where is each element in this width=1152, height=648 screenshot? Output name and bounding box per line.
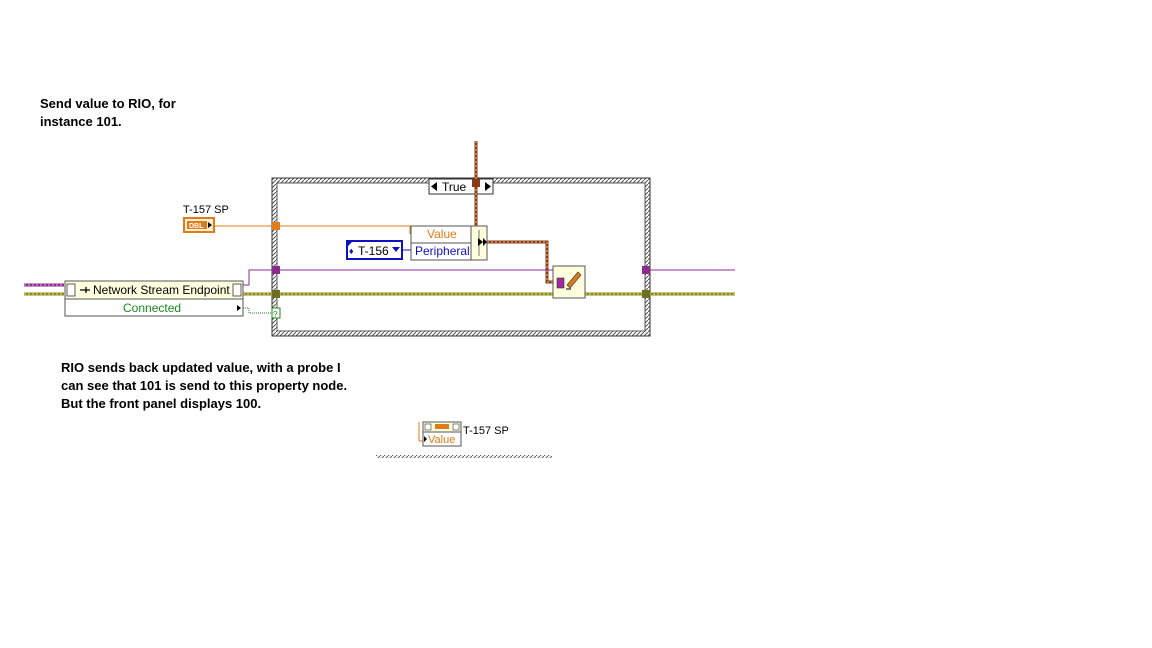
svg-text:?: ? xyxy=(273,310,278,319)
bundle-arrow-icon xyxy=(478,238,483,246)
endpoint-icon xyxy=(556,277,565,289)
brown-wire-to-node xyxy=(487,240,553,284)
network-stream-property: Connected xyxy=(123,301,181,315)
ref-out-icon xyxy=(232,283,242,297)
tunnel-orange xyxy=(272,222,280,230)
property-node-property: Value xyxy=(428,434,455,446)
ref-icon xyxy=(66,283,76,297)
pencil-icon xyxy=(566,271,582,289)
bundle-element-peripheral: Peripheral xyxy=(415,244,470,258)
tunnel-purple-left xyxy=(272,266,280,274)
tunnel-purple-right xyxy=(642,266,650,274)
comment-rio-response: RIO sends back updated value, with a pro… xyxy=(61,360,348,411)
comment-send-value: Send value to RIO, for instance 101. xyxy=(40,96,176,129)
network-stream-property-node[interactable]: Network Stream Endpoint Connected xyxy=(64,280,244,317)
brown-wire-top xyxy=(472,141,480,228)
increment-arrow-icon[interactable] xyxy=(485,182,491,191)
property-node-label: T-157 SP xyxy=(463,425,509,437)
enum-dropdown-icon[interactable] xyxy=(392,247,400,252)
orange-indicator-icon xyxy=(435,424,449,429)
purple-wire xyxy=(24,266,735,287)
enum-increment-icon[interactable]: ♦ xyxy=(349,246,354,256)
decrement-arrow-icon[interactable] xyxy=(431,182,437,191)
case-selector-terminal[interactable] xyxy=(271,307,281,319)
case-selector-label: True xyxy=(442,180,467,194)
write-node[interactable] xyxy=(552,265,586,299)
enum-value: T-156 xyxy=(358,244,389,258)
bundle-by-name-node[interactable]: Value Peripheral xyxy=(410,225,488,261)
boolean-wire: ? xyxy=(243,307,281,319)
network-stream-title: Network Stream Endpoint xyxy=(93,283,230,297)
bundle-element-value: Value xyxy=(427,227,457,241)
orange-wire xyxy=(213,222,411,234)
output-arrow-icon xyxy=(208,222,212,228)
t157-sp-property-node[interactable]: Value T-157 SP xyxy=(418,421,509,447)
t157-sp-control[interactable]: T-157 SP DBL xyxy=(183,204,229,233)
control-label: T-157 SP xyxy=(183,204,229,216)
structure-edge xyxy=(376,455,552,458)
tunnel-error-right xyxy=(642,290,650,298)
t156-enum-constant[interactable]: ♦ T-156 xyxy=(346,240,403,260)
property-output-arrow-icon xyxy=(237,305,241,311)
network-stream-icon xyxy=(80,287,90,293)
case-selector[interactable]: True xyxy=(428,178,494,195)
error-wire xyxy=(24,290,735,298)
control-type: DBL xyxy=(189,223,204,230)
tunnel-error-left xyxy=(272,290,280,298)
case-structure[interactable] xyxy=(271,177,651,337)
